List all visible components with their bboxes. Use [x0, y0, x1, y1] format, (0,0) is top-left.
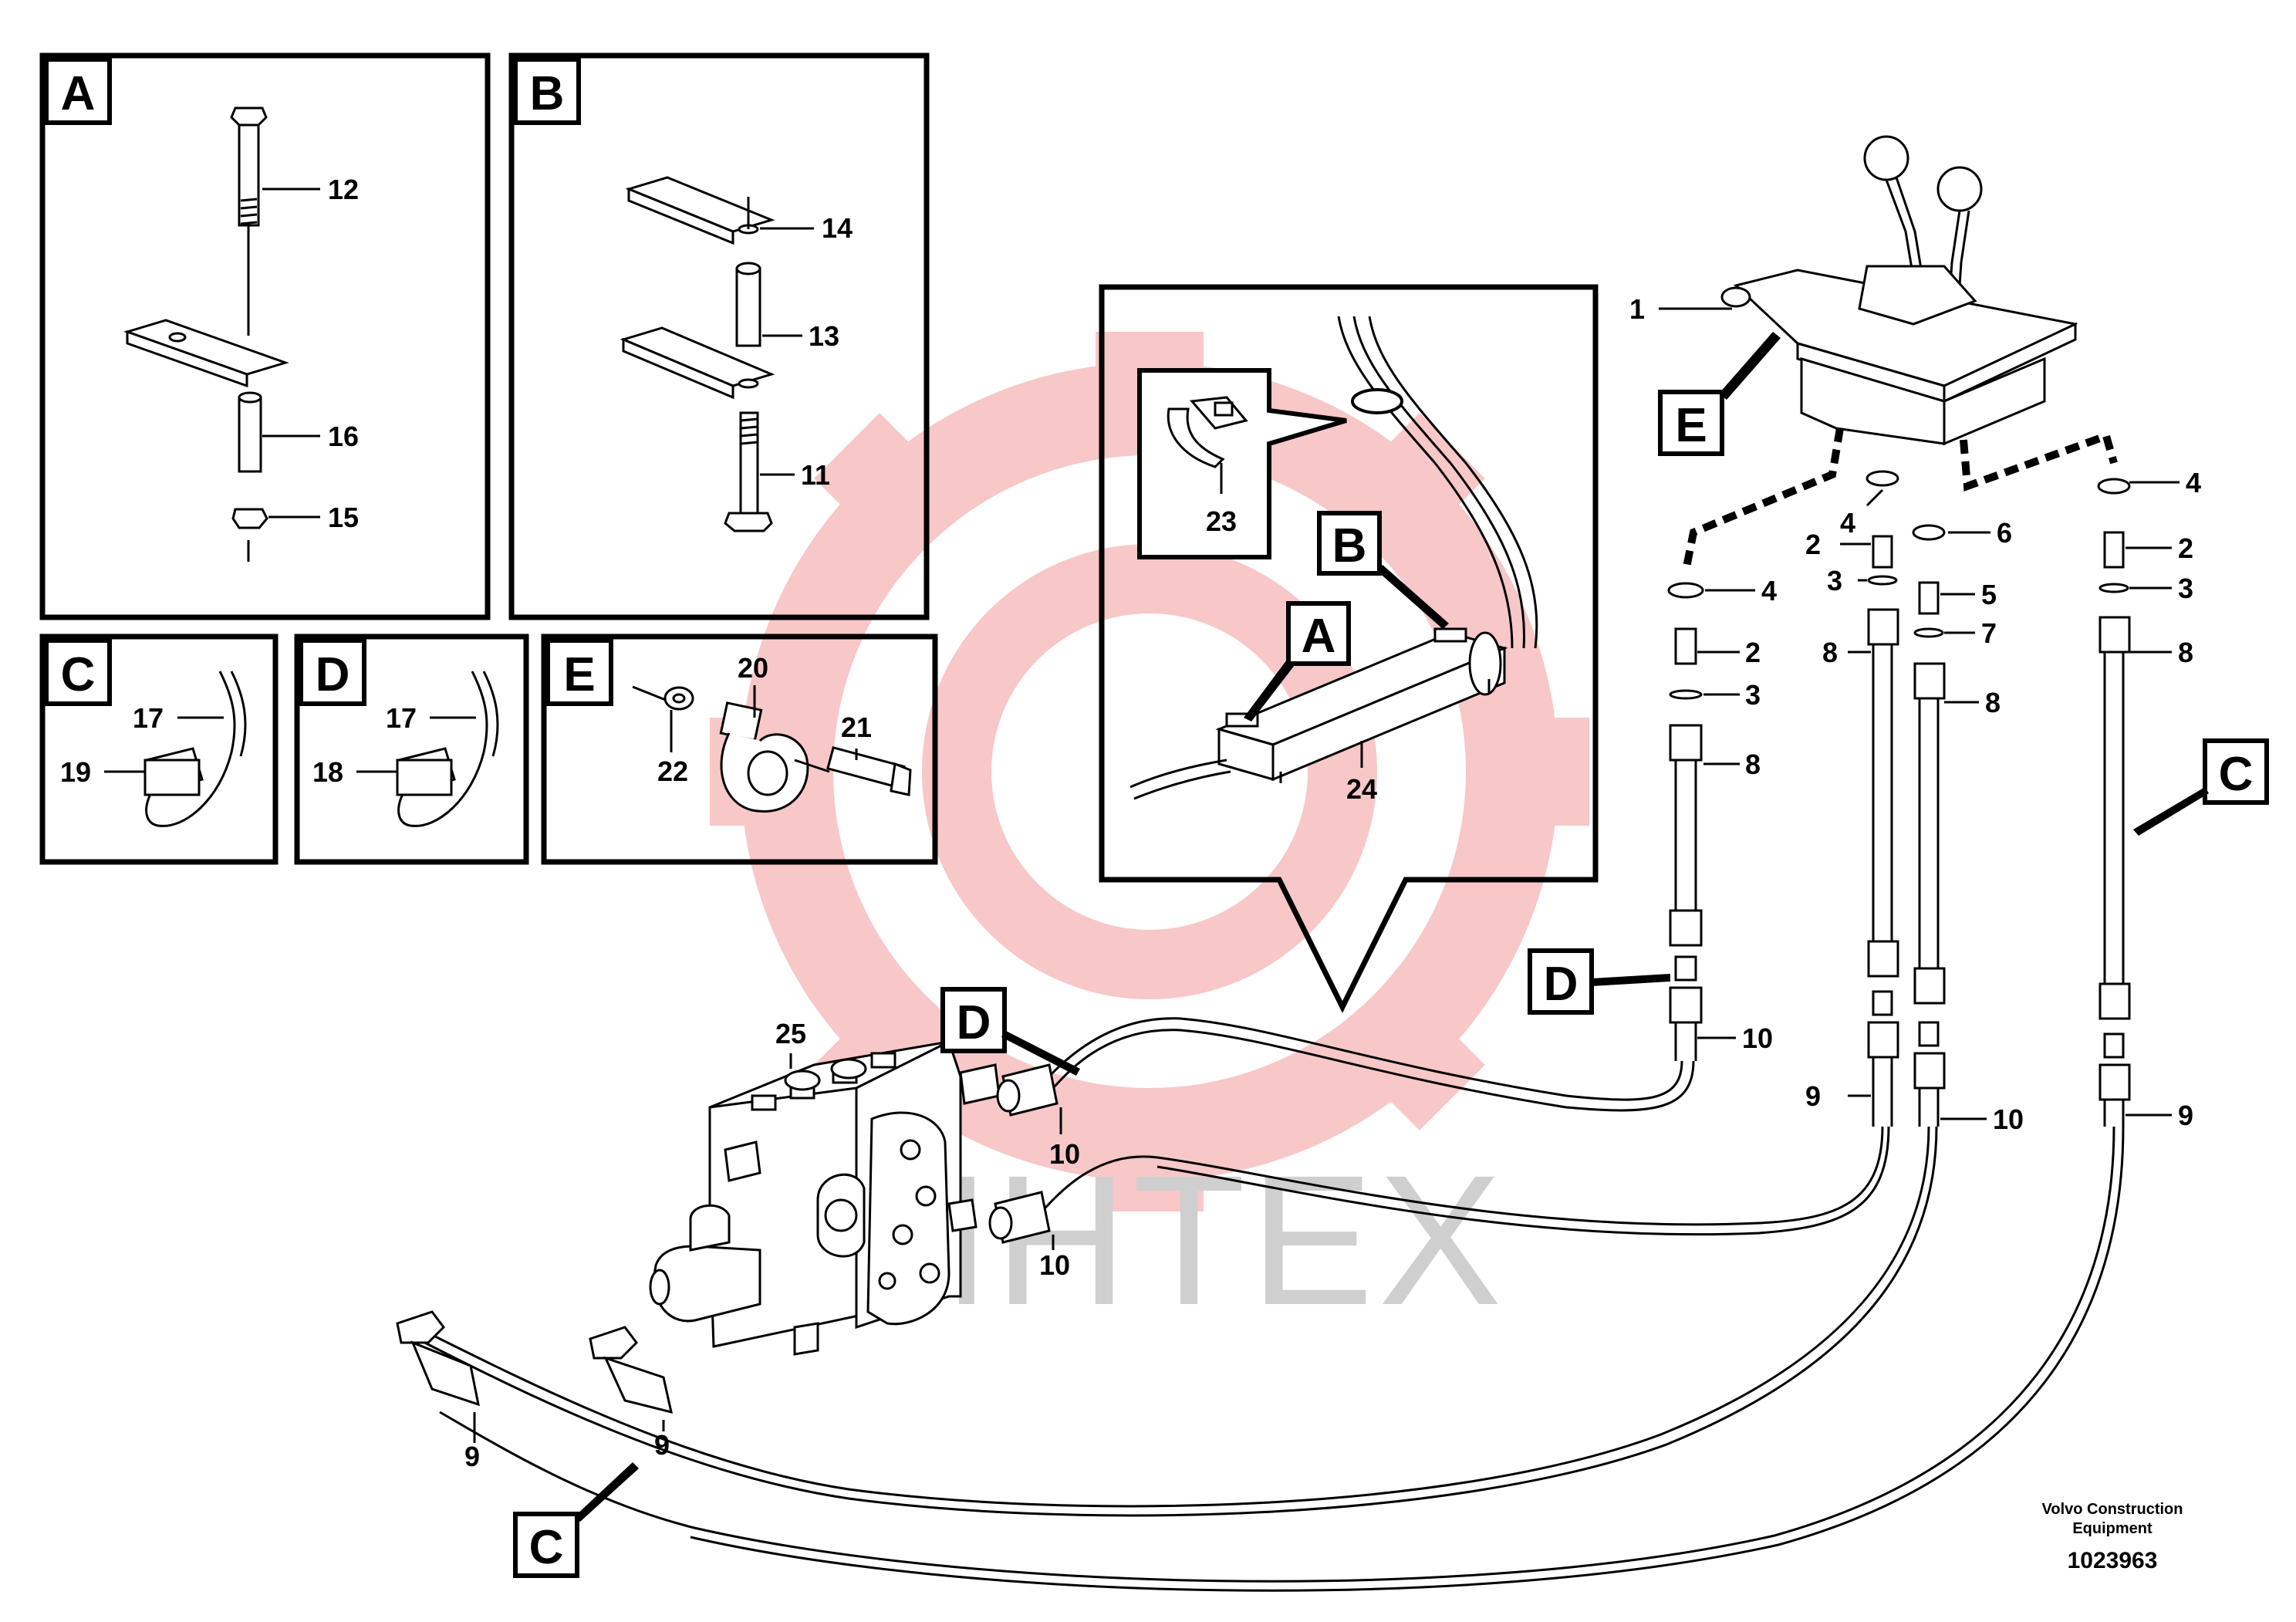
panel-a-letter: A: [61, 67, 96, 120]
label-col1-2: 2: [1745, 637, 1761, 668]
panel-e-label-20: 20: [738, 652, 768, 684]
hose-column-3: [1912, 524, 1946, 1127]
label-col3-5: 5: [1981, 579, 1997, 610]
label-col2-3: 3: [1827, 565, 1842, 596]
label-col3-10: 10: [1993, 1103, 2024, 1135]
panel-b-label-14: 14: [822, 212, 853, 244]
hose-column-1: [1667, 582, 1704, 1061]
panel-d-letter: D: [316, 648, 350, 701]
footer-company-line2: Equipment: [2072, 1520, 2152, 1537]
panel-c-label-19: 19: [60, 756, 91, 788]
label-col4-3: 3: [2178, 573, 2193, 604]
valve-hose-ends: [396, 1063, 1059, 1414]
label-col4-2: 2: [2178, 532, 2193, 564]
detail-cables: [1337, 316, 1538, 649]
panel-c-letter: C: [61, 648, 96, 701]
panel-e-letter: E: [563, 648, 595, 701]
label-col2-2: 2: [1805, 529, 1821, 560]
label-col2-4: 4: [1840, 507, 1855, 539]
hose-column-4: [2097, 478, 2131, 1127]
control-valve: [649, 1039, 1001, 1356]
panel-a-bolt: [123, 106, 289, 562]
panel-a-label-16: 16: [328, 421, 359, 452]
detail-label-23: 23: [1206, 505, 1237, 537]
panel-c: C 17 19: [39, 634, 279, 865]
footer: Volvo Construction Equipment 1023963: [2042, 1501, 2183, 1573]
panel-b: B 14 13 11: [508, 52, 930, 620]
label-col1-10: 10: [1742, 1022, 1773, 1054]
label-col3-7: 7: [1981, 617, 1997, 649]
label-col2-8: 8: [1822, 637, 1838, 668]
detail-callout: 23 A B 24: [1099, 284, 1599, 1013]
footer-company-line1: Volvo Construction: [2042, 1501, 2183, 1518]
label-col4-8: 8: [2178, 637, 2193, 668]
panel-d: D 17 18: [294, 634, 529, 865]
label-col1-4: 4: [1761, 575, 1777, 607]
panel-b-label-11: 11: [801, 459, 830, 491]
label-col1-3: 3: [1745, 679, 1761, 711]
panel-d-label-18: 18: [312, 756, 343, 788]
panel-a-label-12: 12: [328, 174, 359, 205]
detail-bar: [1129, 627, 1508, 800]
label-valve-10-mid: 10: [1039, 1249, 1070, 1281]
detail-clip-inset: 23: [1137, 368, 1347, 559]
label-1: 1: [1629, 293, 1645, 325]
label-valve-9-left: 9: [464, 1441, 480, 1472]
pointer-e: E: [1675, 399, 1707, 452]
label-25: 25: [775, 1018, 806, 1049]
panel-d-cable-tie: [396, 671, 499, 827]
dashed-connections: [1682, 427, 2118, 572]
panel-e-parts: [632, 685, 912, 813]
label-col3-8: 8: [1985, 687, 2001, 718]
panel-e-label-22: 22: [657, 755, 688, 787]
panel-e: E 20 21 22: [541, 634, 938, 865]
panel-c-cable-tie: [144, 671, 247, 827]
panel-e-label-21: 21: [841, 711, 872, 743]
detail-pointer-a: A: [1302, 610, 1336, 663]
label-col3-6: 6: [1997, 517, 2012, 549]
panel-b-parts: [620, 176, 775, 532]
pointer-d-left: D: [957, 996, 991, 1049]
drawing-number: 1023963: [2068, 1548, 2158, 1573]
panel-d-label-17: 17: [386, 702, 417, 734]
panel-c-label-17: 17: [133, 702, 164, 734]
detail-label-24: 24: [1346, 773, 1377, 805]
label-valve-10-top: 10: [1049, 1138, 1080, 1170]
label-col1-8: 8: [1745, 748, 1761, 780]
hose-column-2: [1866, 470, 1899, 1127]
control-unit-labels: 1 E: [1629, 293, 1781, 456]
pointer-c-right: C: [2219, 748, 2254, 801]
label-col2-9: 9: [1805, 1080, 1821, 1112]
panel-a-label-15: 15: [328, 502, 359, 533]
detail-pointer-b: B: [1332, 519, 1367, 573]
panel-b-label-13: 13: [809, 320, 839, 352]
panel-b-letter: B: [530, 67, 565, 120]
label-col4-9: 9: [2178, 1100, 2193, 1131]
label-col4-4: 4: [2186, 467, 2201, 498]
label-valve-9-second: 9: [654, 1429, 670, 1461]
pointer-c-bottom: C: [529, 1521, 564, 1574]
hose-routing: [412, 1017, 2125, 1592]
panel-a: A 12 16 15: [39, 52, 491, 620]
pilot-control-unit: [1720, 135, 2078, 446]
pointer-d-right: D: [1544, 958, 1578, 1011]
